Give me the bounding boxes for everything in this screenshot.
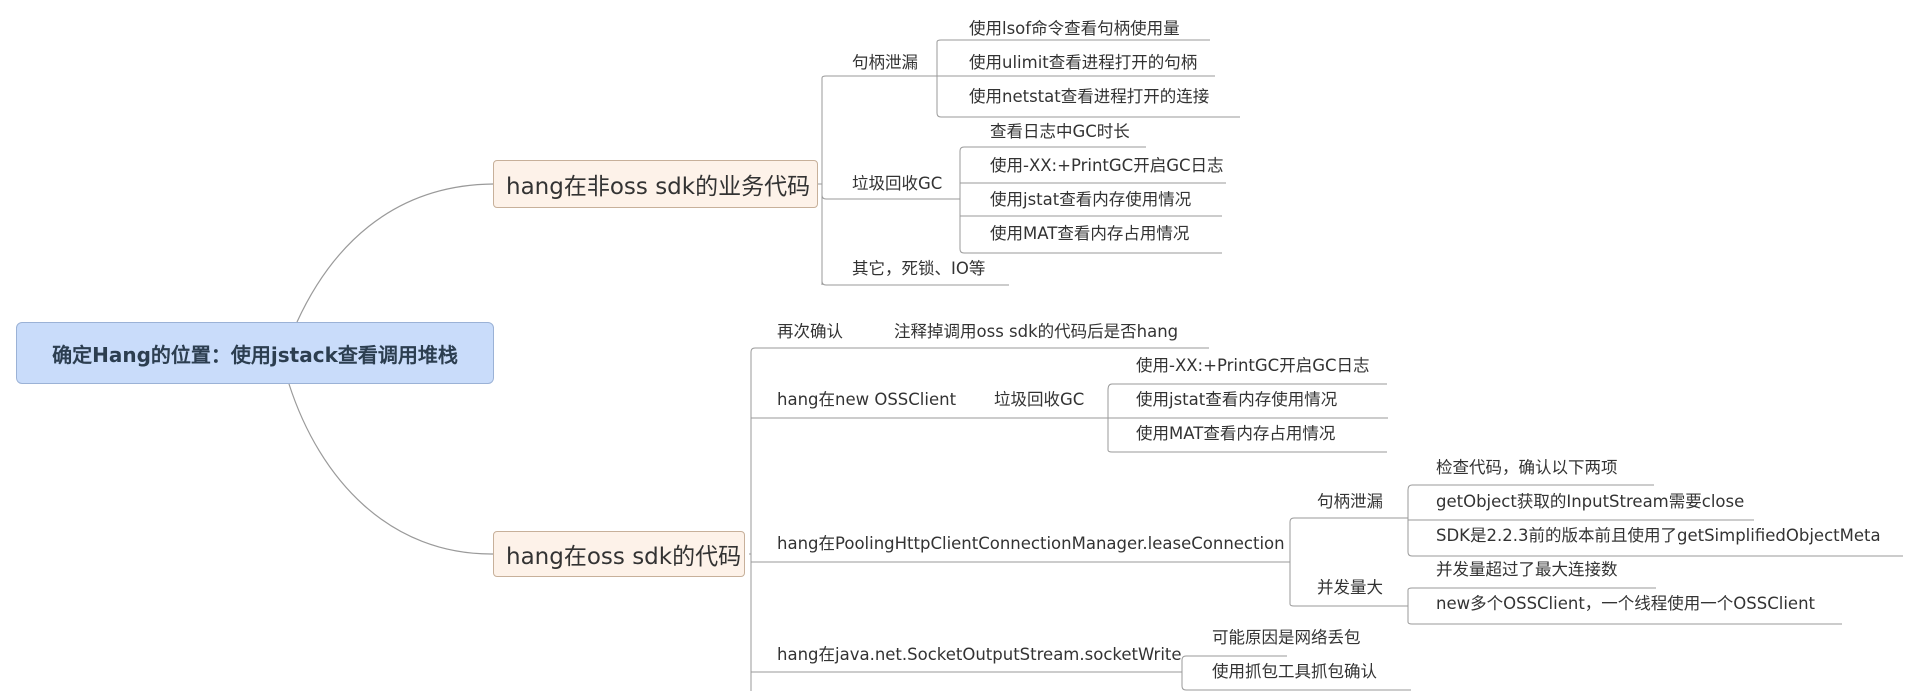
connector-new-client-group <box>1107 383 1388 453</box>
connector-root-branch1 <box>296 183 494 323</box>
branch-topic-oss-sdk-code[interactable]: hang在oss sdk的代码 <box>493 531 745 577</box>
subtopic-handle-leak[interactable]: 句柄泄漏 <box>852 53 918 72</box>
leaf-multiple-clients[interactable]: new多个OSSClient，一个线程使用一个OSSClient <box>1436 594 1816 613</box>
connector-handle-leak-group <box>936 39 1240 118</box>
subtopic-socket-write[interactable]: hang在java.net.SocketOutputStream.socketW… <box>777 645 1182 664</box>
connector-gc-underline <box>821 194 960 200</box>
connector-handle-leak-underline <box>821 75 937 79</box>
leaf-inputstream-close[interactable]: getObject获取的InputStream需要close <box>1436 492 1745 511</box>
subtopic-other[interactable]: 其它，死锁、IO等 <box>852 259 986 278</box>
connector-branch1-spine <box>818 78 823 285</box>
connector-gc-group <box>959 146 1226 254</box>
leaf-gc-duration[interactable]: 查看日志中GC时长 <box>990 122 1130 141</box>
connector-lease-handle-group <box>1407 484 1903 557</box>
subtopic-new-ossclient-gc[interactable]: 垃圾回收GC <box>994 390 1085 409</box>
subtopic-gc[interactable]: 垃圾回收GC <box>852 174 943 193</box>
connector-socket-group <box>1181 655 1411 691</box>
subtopic-lease-handle-leak[interactable]: 句柄泄漏 <box>1317 492 1383 511</box>
connector-root-branch2 <box>288 383 494 555</box>
leaf-new-client-jstat[interactable]: 使用jstat查看内存使用情况 <box>1136 390 1338 409</box>
connector-lease-split <box>1289 517 1408 607</box>
branch-topic-business-code[interactable]: hang在非oss sdk的业务代码 <box>493 160 818 208</box>
connector-branch2-spine <box>749 352 752 691</box>
connector-lease-concurrency-group <box>1407 587 1842 625</box>
leaf-lsof[interactable]: 使用lsof命令查看句柄使用量 <box>969 19 1180 38</box>
root-topic[interactable]: 确定Hang的位置：使用jstack查看调用堆栈 <box>16 322 494 384</box>
leaf-netstat[interactable]: 使用netstat查看进程打开的连接 <box>969 87 1210 106</box>
subtopic-reconfirm[interactable]: 再次确认 <box>777 322 843 341</box>
leaf-check-code[interactable]: 检查代码，确认以下两项 <box>1436 458 1618 477</box>
leaf-mat[interactable]: 使用MAT查看内存占用情况 <box>990 224 1190 243</box>
subtopic-lease-connection[interactable]: hang在PoolingHttpClientConnectionManager.… <box>777 534 1285 553</box>
subtopic-lease-concurrency[interactable]: 并发量大 <box>1317 578 1383 597</box>
connector-other-underline <box>821 280 1009 286</box>
leaf-max-connections[interactable]: 并发量超过了最大连接数 <box>1436 560 1618 579</box>
subtopic-new-ossclient[interactable]: hang在new OSSClient <box>777 390 957 409</box>
leaf-comment-out-sdk[interactable]: 注释掉调用oss sdk的代码后是否hang <box>894 322 1179 341</box>
connector-reconfirm-underline <box>750 347 1209 353</box>
leaf-new-client-mat[interactable]: 使用MAT查看内存占用情况 <box>1136 424 1336 443</box>
leaf-new-client-printgc[interactable]: 使用-XX:+PrintGC开启GC日志 <box>1136 356 1370 375</box>
leaf-packet-capture[interactable]: 使用抓包工具抓包确认 <box>1212 662 1377 681</box>
leaf-packet-loss[interactable]: 可能原因是网络丢包 <box>1212 628 1361 647</box>
leaf-jstat[interactable]: 使用jstat查看内存使用情况 <box>990 190 1192 209</box>
leaf-sdk-version[interactable]: SDK是2.2.3前的版本前且使用了getSimplifiedObjectMet… <box>1436 526 1881 545</box>
leaf-ulimit[interactable]: 使用ulimit查看进程打开的句柄 <box>969 53 1198 72</box>
leaf-printgc[interactable]: 使用-XX:+PrintGC开启GC日志 <box>990 156 1224 175</box>
